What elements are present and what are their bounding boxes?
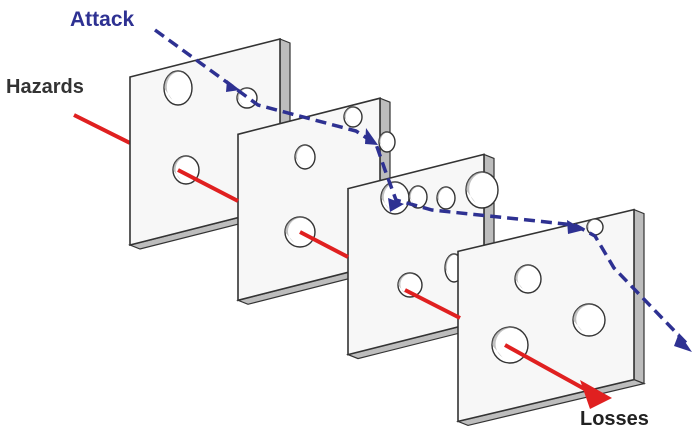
attack-arrowhead-icon [388, 198, 404, 212]
attack-arrowhead-icon [226, 80, 240, 92]
hazard-segment-3 [404, 288, 461, 320]
attack-path [153, 28, 692, 352]
attack-dashed-line [153, 28, 690, 347]
hazard-segment-2 [299, 230, 349, 259]
attack-arrowhead-icon [567, 220, 584, 234]
slice-side [633, 208, 645, 385]
cheese-slices [128, 37, 646, 427]
hazard-path-back [73, 113, 131, 145]
hazard-segment-4 [504, 343, 591, 394]
hazards-label: Hazards [6, 76, 84, 98]
attack-arrowhead-icon [674, 333, 692, 352]
hazard-segment-1 [177, 168, 239, 203]
hazard-segment [73, 113, 131, 145]
hazard-arrowhead-icon [580, 380, 612, 409]
attack-arrowhead-icon [365, 128, 378, 145]
attack-label: Attack [70, 8, 135, 31]
losses-label: Losses [580, 408, 649, 430]
hazard-path-front [177, 168, 612, 409]
